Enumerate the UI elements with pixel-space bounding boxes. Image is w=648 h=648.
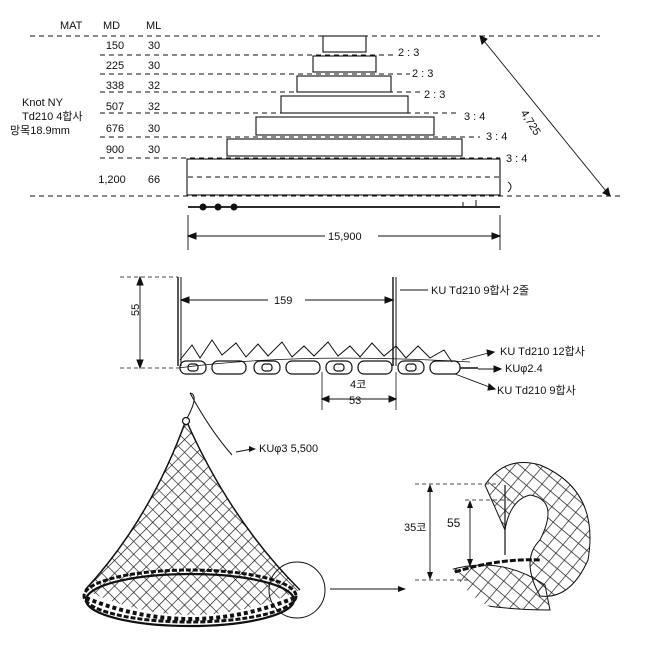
ml-value: 32: [147, 101, 161, 113]
sinker-weights: [199, 203, 238, 211]
detail-height-label: 55: [130, 303, 142, 316]
detail-spacing-label: 159: [274, 295, 293, 307]
ml-value: 30: [147, 123, 161, 135]
net-twine-label: KU Td210 12합사: [500, 346, 585, 358]
material-label-2: Td210 4합사: [22, 111, 83, 123]
header-md: MD: [103, 20, 121, 32]
header-ml: ML: [146, 20, 162, 32]
ratio-label: 3 : 4: [486, 131, 508, 143]
ml-value: 66: [147, 174, 161, 186]
top-layout-view: [30, 35, 620, 250]
md-value: 676: [105, 123, 125, 135]
md-value: 338: [105, 80, 125, 92]
chain-label: KUφ2.4: [505, 363, 543, 375]
ratio-label: 3 : 4: [464, 111, 486, 123]
inset-detail: [415, 462, 591, 611]
ratio-label: 2 : 3: [424, 89, 446, 101]
md-value: 1,200: [98, 174, 126, 186]
ml-value: 30: [147, 40, 161, 52]
ratio-label: 2 : 3: [412, 68, 434, 80]
rope-label: KU Td210 9합사 2줄: [431, 285, 530, 297]
chain-links: [179, 360, 461, 375]
ratio-label: 3 : 4: [506, 153, 528, 165]
md-value: 900: [105, 144, 125, 156]
detail-section: [120, 275, 503, 410]
cast-net-illustration: [82, 392, 406, 628]
material-label-3: 망목18.9mm: [10, 125, 70, 137]
md-value: 225: [105, 60, 125, 72]
net-layers: [186, 35, 501, 196]
width-dimension-label: 15,900: [328, 231, 362, 243]
bottom-twine-label: KU Td210 9합사: [497, 385, 576, 397]
md-value: 507: [105, 101, 125, 113]
hand-rope-label: KUφ3 5,500: [259, 443, 319, 455]
ml-value: 32: [147, 80, 161, 92]
inset-outer-label: 35코: [404, 522, 427, 534]
ml-value: 30: [147, 144, 161, 156]
header-mat: MAT: [60, 20, 83, 32]
ml-value: 30: [147, 60, 161, 72]
md-value: 150: [105, 40, 125, 52]
material-label-1: Knot NY: [22, 97, 63, 109]
mesh-width-label: 53: [349, 395, 362, 407]
ratio-label: 2 : 3: [398, 47, 420, 59]
inset-inner-label: 55: [447, 516, 461, 530]
mesh-count-label: 4코: [350, 379, 367, 391]
